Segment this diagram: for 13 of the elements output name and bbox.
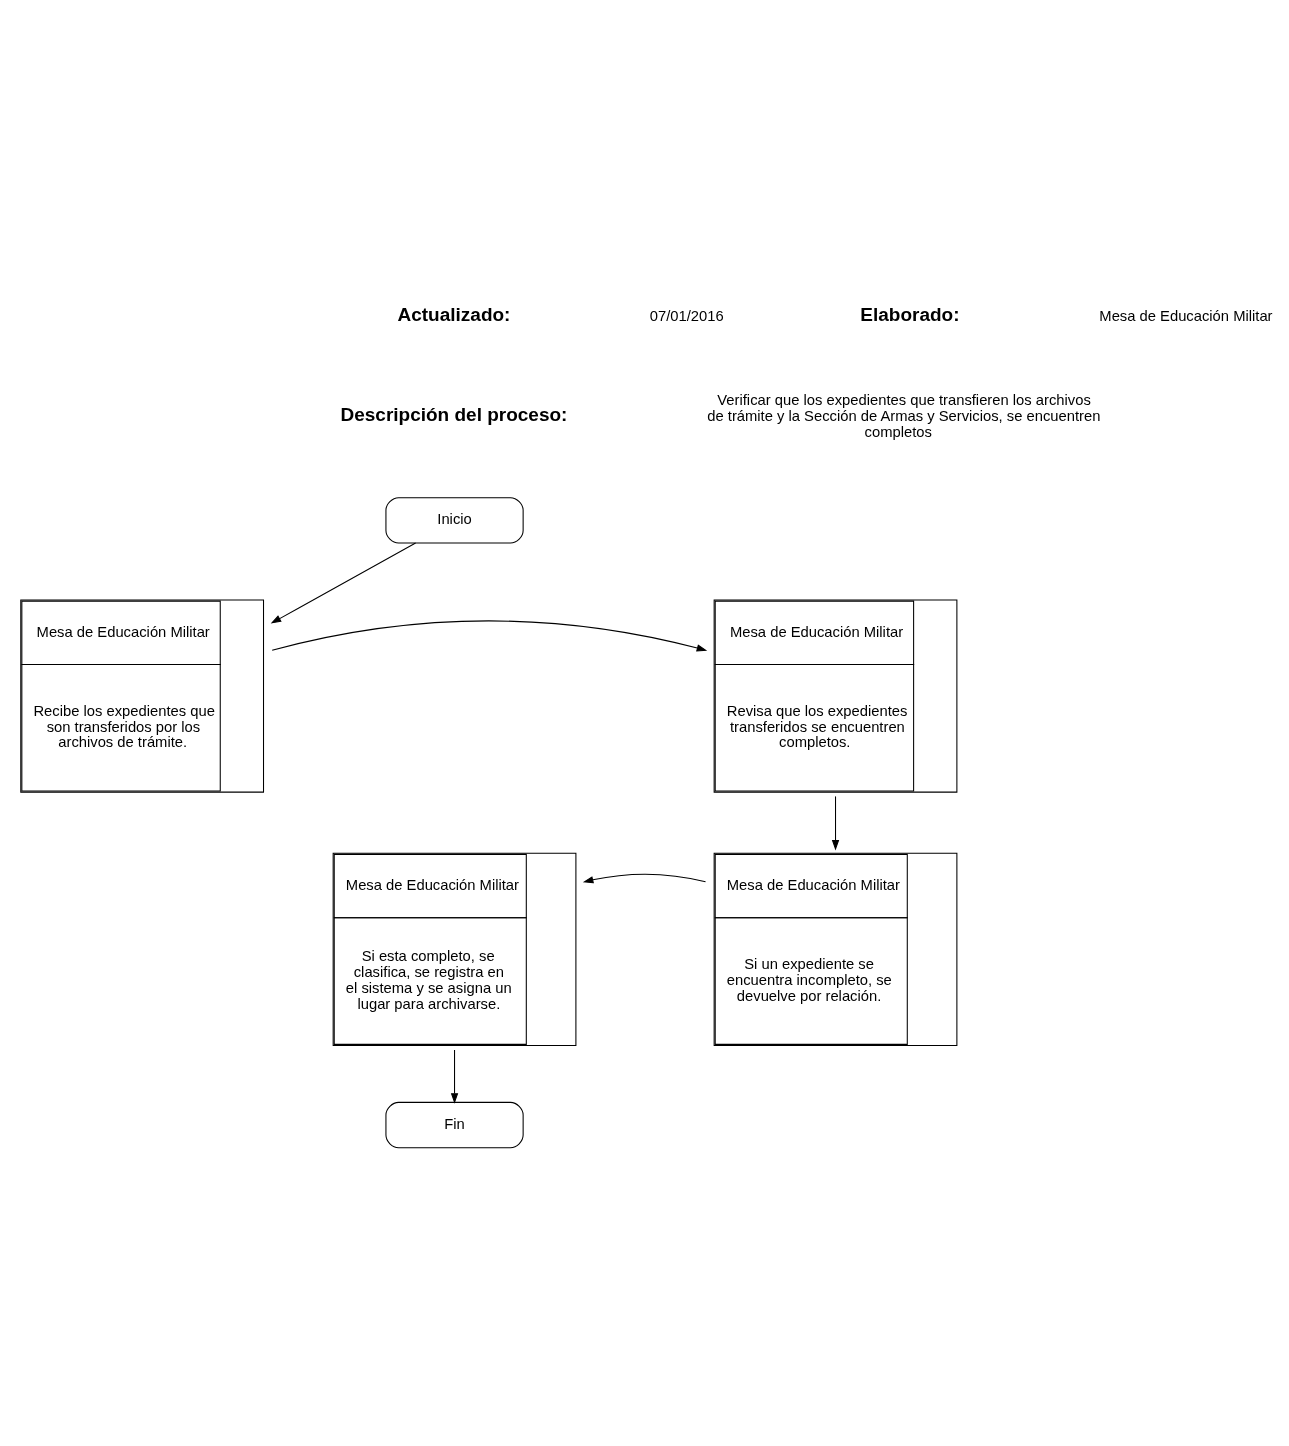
label: Descripción del proceso: — [340, 403, 568, 425]
node-box: Fin — [385, 1101, 524, 1149]
label: Actualizado: — [397, 303, 511, 325]
arrow — [831, 795, 840, 851]
arrow — [271, 620, 708, 652]
label: 07/01/2016 — [649, 308, 724, 325]
label: Elaborado: — [860, 303, 960, 325]
node-box: Inicio — [385, 497, 524, 544]
arrow — [450, 1049, 459, 1104]
label: Verificar que los expedientes que transfieren los archivos de trámite y la Sección de Armas y Servicios, se encuentren completos — [707, 392, 1101, 440]
arrow — [582, 873, 707, 884]
arrow — [270, 542, 417, 624]
label: Mesa de Educación Militar — [1099, 308, 1273, 325]
